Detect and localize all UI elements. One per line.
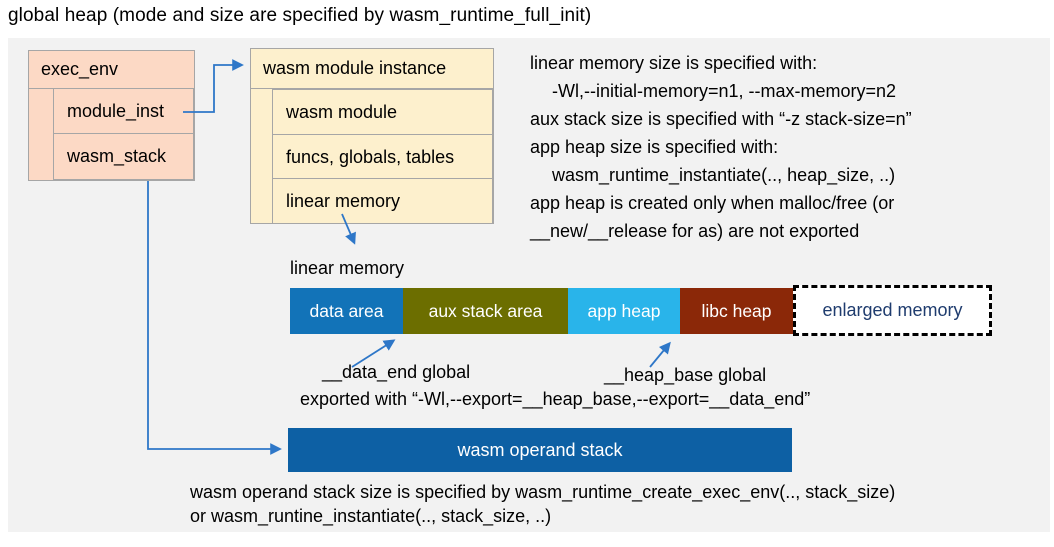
wasm-module-instance-box: wasm module instance wasm module funcs, … <box>250 48 494 224</box>
exported-with-label: exported with “-Wl,--export=__heap_base,… <box>300 389 811 409</box>
exec-env-row-module-inst: module_inst <box>53 88 194 134</box>
caption-line: wasm operand stack size is specified by … <box>190 482 896 502</box>
operand-stack-caption: wasm operand stack size is specified by … <box>190 480 895 528</box>
exec-env-row-wasm-stack: wasm_stack <box>53 133 194 180</box>
segment-enlarged-memory: enlarged memory <box>793 285 992 336</box>
segment-label: app heap <box>587 300 661 321</box>
heap-base-global-label: __heap_base global <box>604 365 767 385</box>
linear-memory-bar: data area aux stack area app heap libc h… <box>290 288 793 334</box>
segment-app-heap: app heap <box>568 288 680 334</box>
caption-line: or wasm_runtine_instantiate(.., stack_si… <box>190 506 552 526</box>
wasm-operand-stack-bar: wasm operand stack <box>288 428 792 472</box>
data-end-global-label: __data_end global <box>322 362 471 382</box>
segment-label: aux stack area <box>428 300 543 321</box>
linear-memory-label: linear memory <box>290 258 405 278</box>
wasm-operand-stack-label: wasm operand stack <box>457 439 623 460</box>
note-line: app heap size is specified with: <box>530 137 779 157</box>
notes-block: linear memory size is specified with: -W… <box>530 49 912 245</box>
note-line: -Wl,--initial-memory=n1, --max-memory=n2 <box>552 81 897 101</box>
exec-env-header: exec_env <box>29 51 194 89</box>
segment-label: enlarged memory <box>822 300 963 320</box>
segment-data-area: data area <box>290 288 403 334</box>
instance-row-funcs-globals-tables: funcs, globals, tables <box>272 134 493 180</box>
note-line: aux stack size is specified with “-z sta… <box>530 109 912 129</box>
note-line: app heap is created only when malloc/fre… <box>530 193 895 213</box>
diagram-title: global heap (mode and size are specified… <box>8 5 592 26</box>
wasm-module-instance-header: wasm module instance <box>251 49 493 89</box>
note-line: linear memory size is specified with: <box>530 53 818 73</box>
segment-libc-heap: libc heap <box>680 288 793 334</box>
instance-row-wasm-module: wasm module <box>272 89 493 135</box>
instance-row-linear-memory: linear memory <box>272 178 493 224</box>
segment-label: data area <box>309 300 384 321</box>
segment-label: libc heap <box>701 300 772 321</box>
exec-env-box: exec_env module_inst wasm_stack <box>28 50 195 181</box>
note-line: __new/__release for as) are not exported <box>530 221 860 241</box>
segment-aux-stack-area: aux stack area <box>403 288 568 334</box>
note-line: wasm_runtime_instantiate(.., heap_size, … <box>552 165 896 185</box>
